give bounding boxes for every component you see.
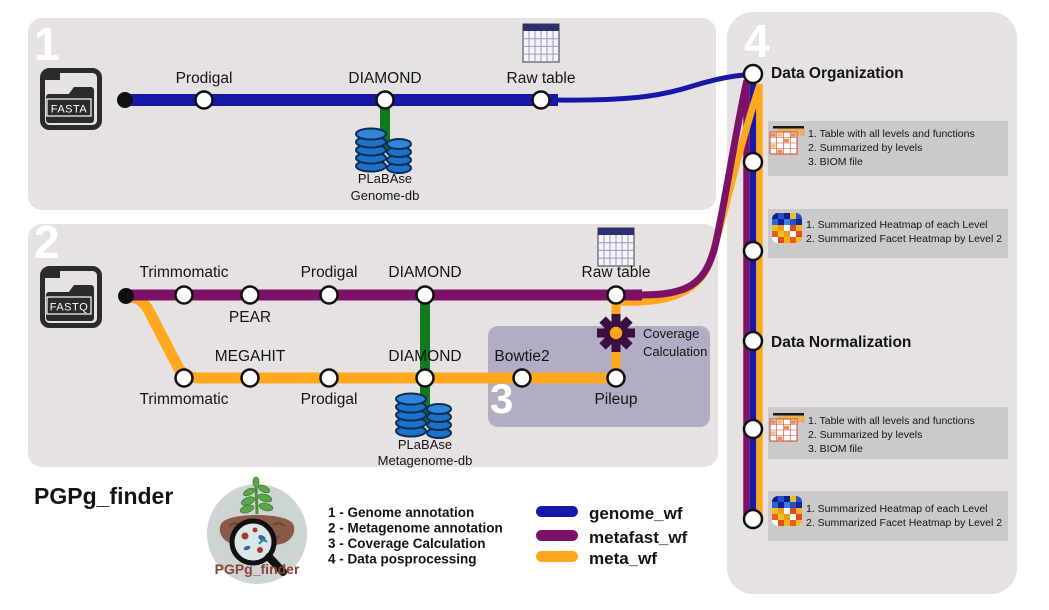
output-item: 2. Summarized by levels <box>808 142 922 154</box>
station-label: DIAMOND <box>348 70 421 87</box>
station-node <box>319 285 339 305</box>
fasta-label: FASTA <box>51 104 88 116</box>
start-node <box>117 92 133 108</box>
station-label: Raw table <box>582 264 651 281</box>
station-label: DIAMOND <box>388 264 461 281</box>
station-label: Pileup <box>594 391 637 408</box>
legend-swatch-genome <box>536 506 578 517</box>
station-label: Raw table <box>507 70 576 87</box>
station-label: Prodigal <box>301 391 358 408</box>
table-outputs-box <box>768 121 1008 176</box>
station-label: Trimmomatic <box>140 391 229 408</box>
heatmap-outputs-box <box>768 209 1008 258</box>
station-label: PEAR <box>229 309 271 326</box>
station-node <box>606 368 626 388</box>
station-node <box>174 368 194 388</box>
app-title: PGPg_finder <box>34 483 173 509</box>
station-node <box>415 368 435 388</box>
raw-table-icon <box>597 227 635 267</box>
panel4-number: 4 <box>744 15 770 67</box>
output-item: 1. Table with all levels and functions <box>808 415 975 427</box>
raw-table-icon <box>522 23 560 63</box>
table-outputs-box <box>768 407 1008 459</box>
station-node <box>531 90 551 110</box>
gear-icon <box>597 314 635 352</box>
output-item: 1. Table with all levels and functions <box>808 128 975 140</box>
legend-label: meta_wf <box>589 549 657 568</box>
station-node <box>512 368 532 388</box>
station-node <box>194 90 214 110</box>
station-label: Trimmomatic <box>140 264 229 281</box>
station-node <box>240 285 260 305</box>
coverage-label: Coverage <box>643 326 699 341</box>
step-legend-item: 4 - Data posprocessing <box>328 552 477 567</box>
output-item: 3. BIOM file <box>808 443 863 455</box>
panel-genome-annotation <box>28 18 716 210</box>
fastq-label: FASTQ <box>50 302 89 314</box>
panel3-number: 3 <box>490 375 513 422</box>
fasta-label-frame <box>46 98 92 117</box>
pgpg-finder-logo: PGPg_finder <box>207 476 307 584</box>
station-node <box>240 368 260 388</box>
section-title-data-organization: Data Organization <box>771 65 904 82</box>
db-label: Genome-db <box>351 188 420 203</box>
station-label: Prodigal <box>176 70 233 87</box>
legend-label: metafast_wf <box>589 528 688 547</box>
heatmap-icon <box>772 496 802 526</box>
station-node <box>415 285 435 305</box>
heatmap-icon <box>772 213 802 243</box>
heatmap-outputs-box <box>768 491 1008 541</box>
station-node <box>375 90 395 110</box>
station-node <box>742 330 764 352</box>
station-node <box>319 368 339 388</box>
genome-line-connector <box>555 72 754 103</box>
station-label: Bowtie2 <box>494 348 549 365</box>
db-label: PLaBAse <box>398 437 452 452</box>
coverage-label: Calculation <box>643 344 707 359</box>
start-node <box>118 288 134 304</box>
output-item: 3. BIOM file <box>808 156 863 168</box>
station-node <box>742 151 764 173</box>
panel2-number: 2 <box>34 216 60 268</box>
station-node <box>742 418 764 440</box>
station-node <box>606 285 626 305</box>
station-label: MEGAHIT <box>215 348 286 365</box>
output-item: 1. Summarized Heatmap of each Level <box>806 503 988 515</box>
station-label: Prodigal <box>301 264 358 281</box>
db-label: PLaBAse <box>358 171 412 186</box>
panel1-number: 1 <box>34 18 60 70</box>
legend-label: genome_wf <box>589 504 683 523</box>
legend-swatch-metafast <box>536 530 578 541</box>
output-item: 2. Summarized Facet Heatmap by Level 2 <box>806 517 1002 529</box>
section-title-data-normalization: Data Normalization <box>771 334 911 351</box>
station-label: DIAMOND <box>388 348 461 365</box>
fastq-label-frame <box>46 296 92 315</box>
logo-caption: PGPg_finder <box>215 561 300 577</box>
station-node <box>742 63 764 85</box>
db-label: Metagenome-db <box>378 453 473 468</box>
output-item: 1. Summarized Heatmap of each Level <box>806 219 988 231</box>
step-legend-item: 2 - Metagenome annotation <box>328 521 503 536</box>
output-item: 2. Summarized by levels <box>808 429 922 441</box>
station-node <box>174 285 194 305</box>
output-item: 2. Summarized Facet Heatmap by Level 2 <box>806 233 1002 245</box>
station-node <box>742 240 764 262</box>
legend-swatch-meta <box>536 551 578 562</box>
station-node <box>742 508 764 530</box>
metafast-line-connector <box>639 81 750 299</box>
step-legend-item: 3 - Coverage Calculation <box>328 536 486 551</box>
step-legend-item: 1 - Genome annotation <box>328 505 474 520</box>
